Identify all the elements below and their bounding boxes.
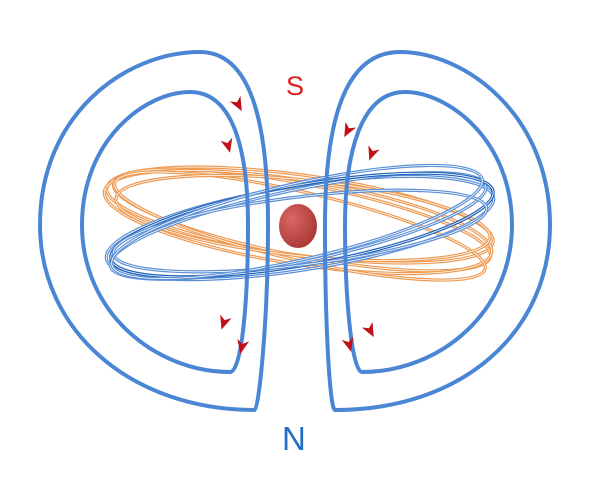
- direction-arrows: [220, 95, 380, 354]
- direction-arrow-icon: [344, 121, 357, 138]
- direction-arrow-icon: [341, 336, 354, 352]
- field-loop-left-outer: [37, 49, 271, 413]
- field-loop-right-outer: [322, 49, 553, 413]
- central-core: [277, 202, 319, 250]
- blue-orbit-ring-4-highlight: [112, 189, 488, 273]
- south-pole-label: S: [286, 71, 305, 101]
- direction-arrow-icon: [220, 314, 232, 330]
- blue-orbit-ring-5-highlight: [111, 165, 483, 279]
- field-loop-right-inner: [342, 89, 515, 375]
- direction-arrow-icon: [229, 95, 242, 112]
- orange-orbit-ring-4-highlight: [114, 171, 486, 281]
- field-lines: [37, 49, 553, 413]
- direction-arrow-icon: [361, 321, 374, 338]
- blue-orbit-rings: [104, 163, 496, 282]
- direction-arrow-icon: [220, 137, 233, 153]
- direction-arrow-icon: [237, 338, 250, 354]
- north-pole-label: N: [282, 420, 306, 457]
- blue-orbit-ring-2-highlight: [109, 172, 487, 280]
- field-loop-left-inner: [79, 89, 251, 375]
- direction-arrow-icon: [368, 145, 380, 161]
